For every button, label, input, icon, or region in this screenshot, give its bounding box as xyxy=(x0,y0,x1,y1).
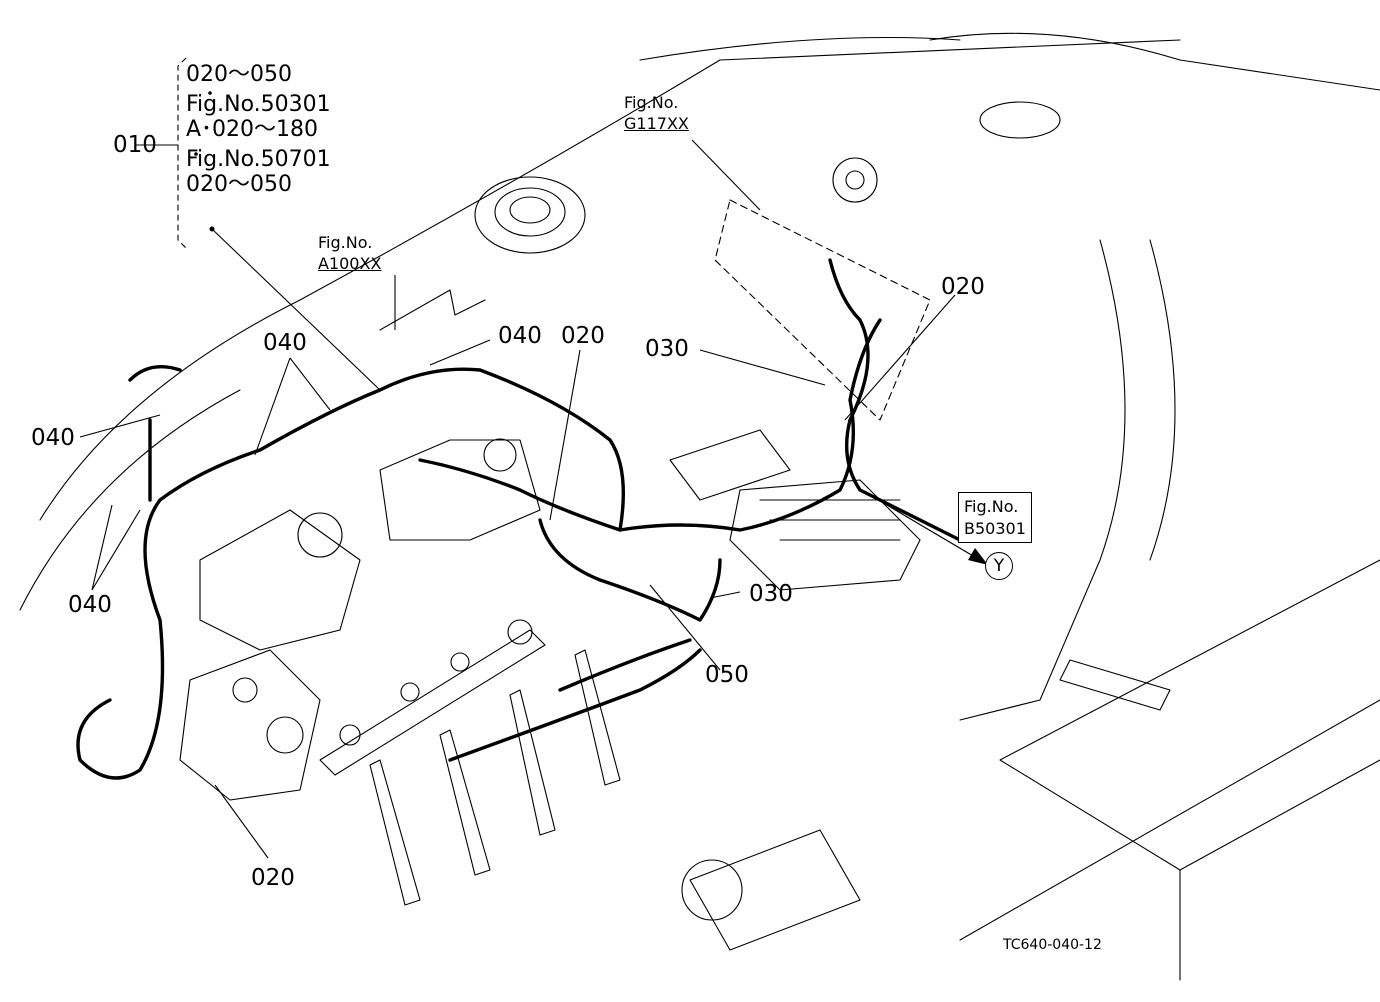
callout-group-line-1: 020～050 xyxy=(186,62,292,87)
leader-030-lower xyxy=(709,591,741,599)
connector-marker-y: Y xyxy=(985,552,1013,580)
radiator-cap xyxy=(474,176,586,254)
callout-040-mid: 040 xyxy=(498,323,542,349)
fig-ref-a100-label: Fig.No. xyxy=(318,233,373,252)
harness-lower xyxy=(538,518,722,622)
fuel-pump xyxy=(179,649,321,801)
engine-cover-edge xyxy=(19,389,241,611)
callout-group-line-4: Fig.No.50701 xyxy=(186,146,331,172)
callout-group-line-3: A･020～180 xyxy=(186,117,319,143)
fig-ref-a100-code: A100XX xyxy=(318,253,382,273)
fig-ref-g117-label: Fig.No. xyxy=(624,93,679,112)
leader-050 xyxy=(649,584,721,671)
floor-edge xyxy=(959,699,1380,941)
callout-bracket xyxy=(177,57,187,249)
harness-injectors xyxy=(448,638,702,762)
fig-ref-g117-code: G117XX xyxy=(624,113,689,133)
leader-020-mid xyxy=(549,349,581,521)
leader-010 xyxy=(211,228,381,391)
throttle-body xyxy=(199,509,361,651)
fig-ref-g117: Fig.No. G117XX xyxy=(624,93,689,135)
fig-ref-b50301-code: B50301 xyxy=(964,518,1026,538)
fig-ref-a100: Fig.No. A100XX xyxy=(318,233,381,275)
pedal xyxy=(1059,659,1171,711)
steering-column-right xyxy=(1149,239,1176,561)
fig-ref-b50301: Fig.No. B50301 xyxy=(958,492,1032,544)
leader-040-left xyxy=(79,414,161,438)
callout-020-bottom: 020 xyxy=(251,865,295,891)
leader-040-top-b xyxy=(254,357,291,456)
g117-region xyxy=(714,199,931,421)
ecu-unit xyxy=(669,429,921,591)
leader-dot-010 xyxy=(209,226,215,232)
leader-020-right xyxy=(844,294,956,421)
egr-valve xyxy=(379,438,541,541)
callout-040-left: 040 xyxy=(31,425,75,451)
callout-030-upper: 030 xyxy=(645,336,689,362)
leader-040-bottom-b xyxy=(91,509,141,591)
steering-column xyxy=(959,239,1126,721)
fig-ref-b50301-label: Fig.No. xyxy=(964,497,1019,516)
callout-group-list: 020～050 Fig.No.50301 A･020～180 Fig.No.50… xyxy=(186,62,331,198)
frame-outline xyxy=(929,32,1380,91)
harness-upper-right xyxy=(828,258,962,542)
drawing-code: TC640-040-12 xyxy=(1003,937,1102,953)
arrow-to-y xyxy=(869,494,988,565)
injectors xyxy=(369,649,621,906)
harness-rear xyxy=(128,365,182,502)
leader-020-bottom xyxy=(214,784,269,859)
leader-040-top-a xyxy=(289,357,331,411)
callout-040-bottom: 040 xyxy=(68,592,112,618)
callout-020-mid: 020 xyxy=(561,323,605,349)
leader-040-mid xyxy=(429,339,491,366)
floor-deck xyxy=(999,559,1380,981)
hood-line xyxy=(639,36,961,61)
callout-040-top: 040 xyxy=(263,330,307,356)
leader-g117 xyxy=(691,139,761,211)
harness-to-ecu xyxy=(618,318,882,532)
callout-020-right: 020 xyxy=(941,274,985,300)
engine-cover-outline xyxy=(39,39,1181,521)
callout-group-line-5: 020～050 xyxy=(186,172,292,198)
harness-left-loop xyxy=(76,498,165,780)
callout-010: 010 xyxy=(113,132,157,158)
speed-sensor xyxy=(832,157,878,203)
callout-030-lower: 030 xyxy=(749,581,793,607)
fuel-rail xyxy=(319,619,546,776)
a100-zigzag xyxy=(379,289,486,331)
callout-050: 050 xyxy=(705,662,749,688)
harness-main xyxy=(158,367,625,532)
leader-030-upper xyxy=(699,349,826,386)
steering-base xyxy=(979,101,1061,139)
callout-group-line-2: Fig.No.50301 xyxy=(186,91,331,117)
starter-motor xyxy=(681,829,861,951)
leader-040-bottom-a xyxy=(91,504,113,591)
